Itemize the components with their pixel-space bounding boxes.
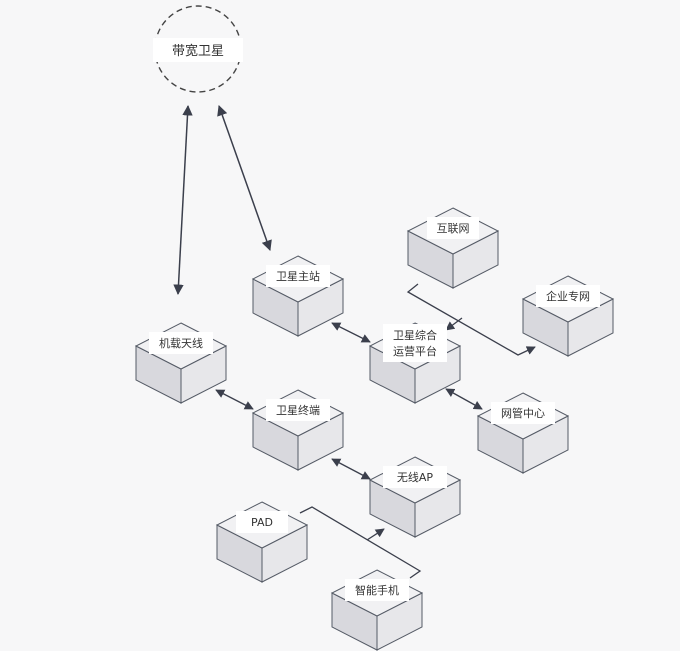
node-label: 无线AP bbox=[397, 470, 434, 484]
satellite-label: 带宽卫星 bbox=[172, 43, 224, 59]
node-label-bg bbox=[427, 217, 479, 239]
node-label: 机载天线 bbox=[159, 336, 203, 350]
node-label: 互联网 bbox=[437, 222, 470, 235]
satellite-node[interactable]: 带宽卫星 bbox=[153, 5, 243, 93]
node-satellite-terminal[interactable]: 卫星终端 bbox=[251, 389, 345, 471]
link-satellite-antenna bbox=[173, 104, 193, 296]
node-label: 卫星主站 bbox=[276, 269, 320, 283]
node-ground-station[interactable]: 卫星主站 bbox=[251, 255, 345, 337]
link-to-ap bbox=[366, 528, 385, 541]
node-label: PAD bbox=[251, 516, 273, 529]
node-label-bg bbox=[266, 265, 330, 287]
node-label-bg bbox=[236, 511, 288, 533]
link-to-platform bbox=[445, 317, 463, 331]
node-wireless-ap[interactable]: 无线AP bbox=[368, 456, 462, 538]
link-platform-networkcenter bbox=[445, 388, 483, 410]
link-internet-enterprise bbox=[406, 283, 536, 356]
link-antenna-terminal bbox=[215, 389, 254, 410]
node-airborne-antenna[interactable]: 机载天线 bbox=[134, 322, 228, 404]
link-terminal-ap bbox=[331, 458, 371, 480]
node-network-center[interactable]: 网管中心 bbox=[476, 392, 570, 474]
node-label-bg bbox=[383, 324, 447, 362]
node-smartphone[interactable]: 智能手机 bbox=[330, 569, 424, 651]
node-label-bg bbox=[491, 402, 555, 424]
node-label: 智能手机 bbox=[355, 583, 399, 597]
link-pad-smartphone bbox=[299, 506, 422, 579]
connectors bbox=[173, 104, 536, 579]
node-label-bg bbox=[345, 579, 409, 601]
link-groundstation-platform bbox=[331, 322, 371, 343]
node-label: 卫星综合 bbox=[393, 328, 437, 342]
node-label-bg bbox=[149, 332, 213, 354]
node-label-bg bbox=[383, 466, 447, 488]
node-label: 企业专网 bbox=[546, 289, 590, 303]
node-label-bg bbox=[536, 285, 600, 307]
node-label: 网管中心 bbox=[501, 406, 545, 420]
node-internet[interactable]: 互联网 bbox=[406, 207, 500, 289]
node-label-bg bbox=[266, 399, 330, 421]
node-label: 卫星终端 bbox=[276, 403, 320, 417]
node-pad[interactable]: PAD bbox=[215, 501, 309, 583]
link-satellite-groundstation bbox=[217, 105, 272, 251]
satellite-label-bg bbox=[153, 38, 243, 62]
node-label: 运营平台 bbox=[393, 344, 437, 358]
node-enterprise-network[interactable]: 企业专网 bbox=[521, 275, 615, 357]
